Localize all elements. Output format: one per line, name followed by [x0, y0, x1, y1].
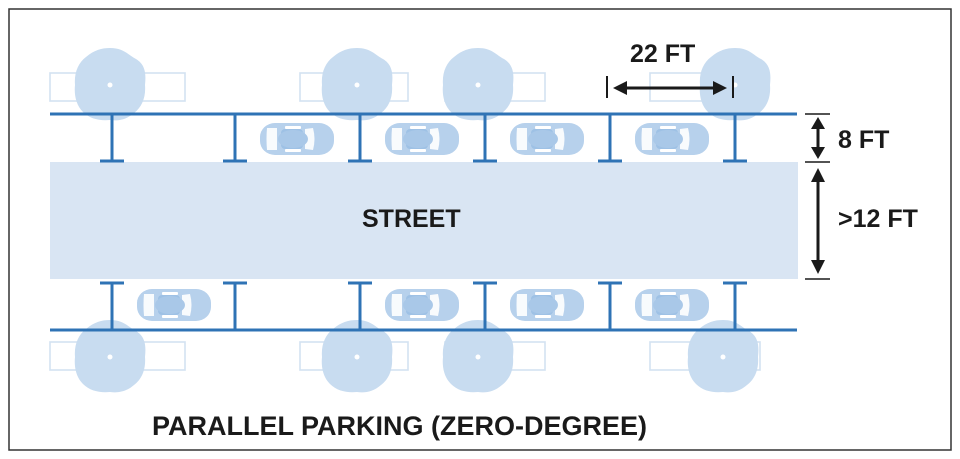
street-label: STREET	[362, 205, 461, 233]
tree-icon	[699, 48, 771, 121]
car-icon	[510, 123, 584, 155]
car-icon	[260, 123, 334, 155]
lane-width-dimension	[805, 113, 830, 163]
dimension-arrow-icon	[613, 81, 627, 95]
tree-icon	[74, 48, 146, 121]
space-length-label: 22 FT	[630, 40, 696, 68]
dimension-arrow-icon	[811, 147, 825, 159]
car-icon	[137, 289, 211, 321]
car-icon	[385, 289, 459, 321]
dimension-arrow-icon	[811, 260, 825, 274]
diagram-title: PARALLEL PARKING (ZERO-DEGREE)	[152, 411, 648, 441]
car-icon	[635, 123, 709, 155]
dimension-arrow-icon	[811, 168, 825, 182]
tree-icon	[321, 48, 393, 121]
car-icon	[510, 289, 584, 321]
space-length-dimension	[606, 76, 734, 98]
car-icon	[385, 123, 459, 155]
street-width-label: >12 FT	[838, 205, 918, 233]
car-icon	[635, 289, 709, 321]
street-width-dimension	[805, 168, 830, 280]
dimension-arrow-icon	[811, 117, 825, 129]
dimension-arrow-icon	[713, 81, 727, 95]
street-surface	[50, 162, 798, 279]
tree-icon	[442, 48, 514, 121]
lane-width-label: 8 FT	[838, 126, 890, 154]
